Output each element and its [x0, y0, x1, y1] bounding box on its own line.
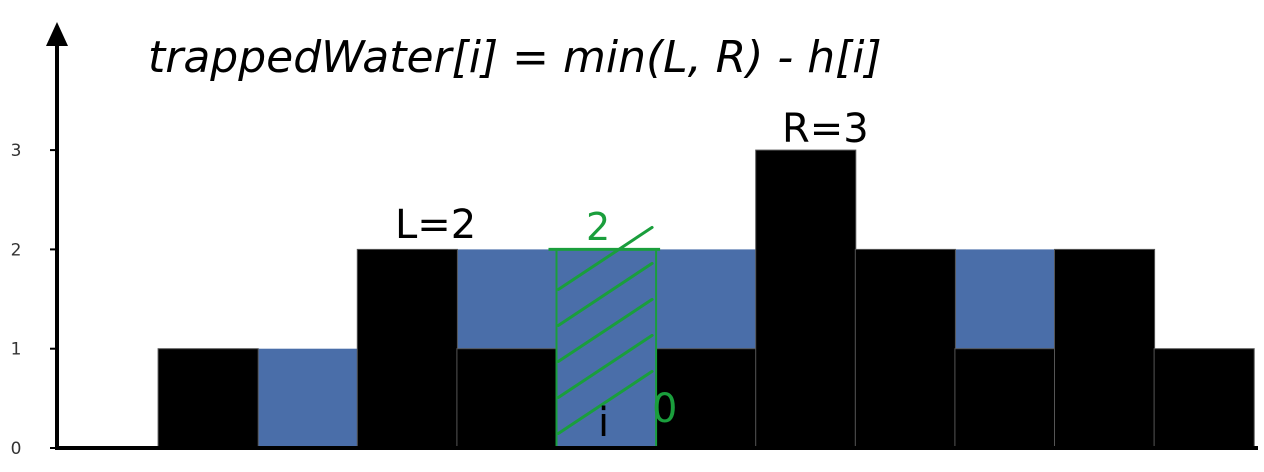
y-tick-labels: 0 1 2 3 [11, 141, 57, 459]
bar [356, 248, 458, 449]
water-layer [257, 249, 1055, 448]
hatch-stroke [557, 261, 654, 327]
y-tick-label: 2 [11, 240, 22, 260]
y-axis-arrow-icon [46, 22, 68, 46]
water-segment [456, 249, 557, 349]
bar [1054, 248, 1156, 449]
bar [655, 348, 757, 449]
y-tick-label: 0 [11, 439, 22, 459]
water-segment [954, 249, 1055, 349]
water-segment [257, 348, 358, 448]
index-label: i [598, 400, 609, 446]
hatch-stroke [557, 297, 654, 363]
y-tick-label: 3 [11, 141, 22, 161]
bar [854, 248, 956, 449]
height-value-label: 0 [652, 386, 677, 432]
right-max-label: R=3 [782, 106, 869, 152]
bar [157, 348, 259, 449]
highlight-layer [548, 225, 661, 449]
hatch-stroke [557, 225, 654, 291]
bar [954, 348, 1056, 449]
formula-text: trappedWater[i] = min(L, R) - h[i] [148, 32, 882, 83]
bar [1153, 348, 1255, 449]
hatch-stroke [557, 369, 654, 435]
y-tick-label: 1 [11, 340, 22, 360]
bar-layer [157, 149, 1255, 449]
bar [456, 348, 558, 449]
bar [755, 149, 857, 449]
hatch-stroke [557, 333, 654, 399]
water-segment [556, 249, 657, 448]
water-level-label: 2 [586, 205, 610, 249]
water-segment [656, 249, 756, 349]
left-max-label: L=2 [395, 202, 476, 248]
